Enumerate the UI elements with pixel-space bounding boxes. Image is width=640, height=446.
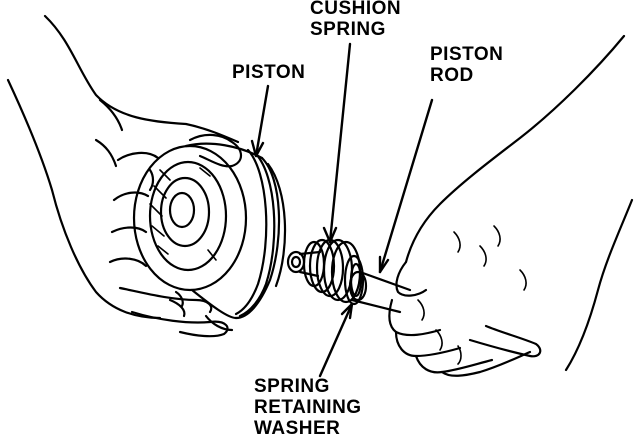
right-hand bbox=[388, 34, 634, 377]
cushion-spring-leader bbox=[328, 42, 352, 244]
spring-retaining-washer-leader bbox=[318, 302, 354, 378]
piston-rod-label: PISTON ROD bbox=[430, 44, 503, 86]
spring-retaining-washer-label-line-2: RETAINING bbox=[254, 397, 362, 418]
piston-rod-arrowhead bbox=[378, 255, 390, 274]
piston bbox=[132, 142, 287, 332]
piston-rod-label-line-2: ROD bbox=[430, 65, 474, 86]
left-hand bbox=[6, 14, 243, 338]
cushion-spring-arrowhead bbox=[322, 226, 338, 244]
piston-arrowhead bbox=[250, 139, 265, 158]
piston-rod-leader bbox=[378, 98, 434, 274]
spring-retaining-washer-arrowhead bbox=[340, 302, 354, 320]
cushion-spring-label-line-1: CUSHION bbox=[310, 0, 402, 19]
piston-label: PISTON bbox=[232, 62, 306, 83]
spring-retaining-washer bbox=[343, 254, 365, 306]
piston-rod-label-line-1: PISTON bbox=[430, 44, 504, 65]
leader-lines bbox=[250, 42, 434, 378]
cushion-spring bbox=[286, 238, 362, 304]
spring-retaining-washer-label-line-1: SPRING bbox=[254, 376, 330, 397]
spring-retaining-washer-label: SPRING RETAINING WASHER bbox=[254, 376, 362, 439]
cushion-spring-label: CUSHION SPRING bbox=[310, 0, 401, 40]
piston-leader bbox=[254, 84, 270, 158]
spring-retaining-washer-label-line-3: WASHER bbox=[254, 418, 341, 439]
cushion-spring-label-line-2: SPRING bbox=[310, 19, 386, 40]
